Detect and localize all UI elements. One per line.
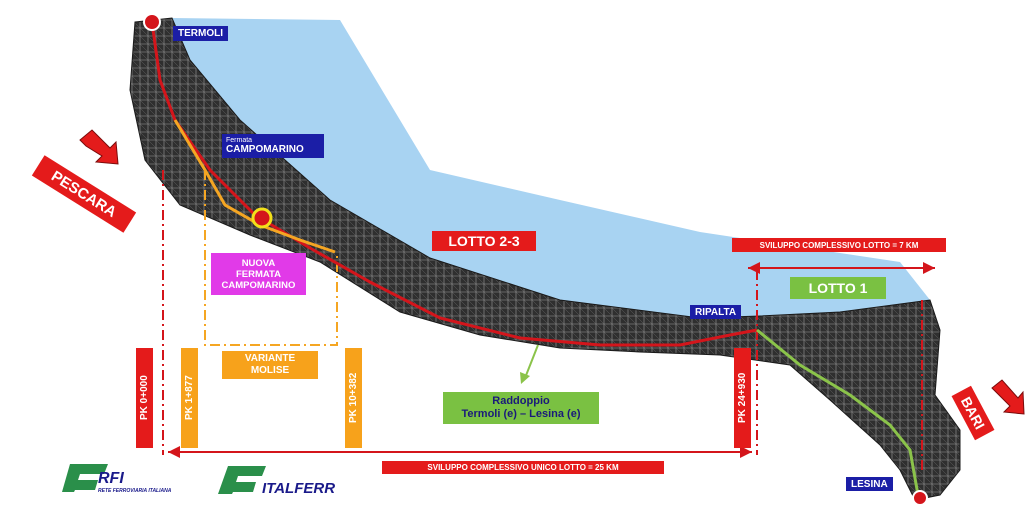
- nuova-fermata-callout: NUOVA FERMATA CAMPOMARINO: [211, 253, 306, 295]
- pescara-direction-arrow: [79, 129, 119, 165]
- lotto-2-3-label: LOTTO 2-3: [432, 231, 536, 251]
- lesina-label: LESINA: [846, 477, 893, 491]
- dimension-7km-arrow-right: [923, 262, 935, 274]
- campomarino-label: Fermata CAMPOMARINO: [222, 134, 324, 158]
- bari-direction-arrow: [991, 379, 1025, 415]
- termoli-label: TERMOLI: [173, 26, 228, 41]
- pk-0-label: PK 0+000: [136, 348, 153, 448]
- pk-1-text: PK 1+877: [184, 375, 195, 421]
- variante-molise-callout: VARIANTE MOLISE: [222, 351, 318, 379]
- pk-10-label: PK 10+382: [345, 348, 362, 448]
- railway-variant-molise: [173, 119, 336, 254]
- lesina-station-marker: [912, 490, 928, 506]
- raddoppio-line2: Termoli (e) – Lesina (e): [461, 408, 581, 420]
- lotto-1-text: LOTTO 1: [808, 280, 868, 296]
- nuova-fermata-line2: FERMATA: [235, 268, 282, 280]
- variante-line1: VARIANTE: [244, 353, 296, 364]
- pk-0-text: PK 0+000: [139, 375, 150, 421]
- italferr-logo-mark: [218, 466, 266, 494]
- lotto-2-3-text: LOTTO 2-3: [448, 233, 520, 249]
- termoli-text: TERMOLI: [178, 28, 223, 39]
- railway-doubling-lotto1: [756, 328, 920, 496]
- variante-molise-outline: [204, 170, 338, 346]
- variante-line2: MOLISE: [250, 365, 290, 376]
- raddoppio-pointer-head: [520, 372, 530, 384]
- nuova-fermata-line3: CAMPOMARINO: [221, 279, 296, 291]
- campomarino-text: CAMPOMARINO: [226, 144, 304, 155]
- fermata-text: Fermata: [226, 137, 253, 144]
- dimension-25km-arrow-right: [740, 446, 752, 458]
- sviluppo-unico-text: SVILUPPO COMPLESSIVO UNICO LOTTO = 25 KM: [427, 463, 619, 472]
- rfi-subtitle-text: RETE FERROVIARIA ITALIANA: [98, 488, 172, 494]
- sviluppo-lotto1-text: SVILUPPO COMPLESSIVO LOTTO = 7 KM: [759, 240, 919, 250]
- italferr-text: ITALFERR: [262, 480, 336, 497]
- pk-10-text: PK 10+382: [348, 372, 359, 424]
- dimension-7km-arrow-left: [748, 262, 760, 274]
- rfi-logo-text: RFI: [98, 470, 124, 488]
- pk-24-label: PK 24+930: [734, 348, 751, 448]
- lesina-text: LESINA: [851, 478, 888, 490]
- sviluppo-lotto1-label: SVILUPPO COMPLESSIVO LOTTO = 7 KM: [732, 238, 946, 252]
- campomarino-new-stop-marker: [251, 207, 273, 229]
- raddoppio-line1: Raddoppio: [492, 395, 550, 407]
- ripalta-label: RIPALTA: [690, 305, 742, 319]
- rfi-logo-subtitle: RETE FERROVIARIA ITALIANA: [98, 488, 171, 494]
- dimension-25km-arrow-left: [168, 446, 180, 458]
- italferr-logo-text: ITALFERR: [262, 480, 335, 497]
- rfi-logo-mark: [62, 464, 108, 492]
- lotto-1-label: LOTTO 1: [790, 277, 886, 299]
- pk-24-text: PK 24+930: [737, 372, 748, 424]
- raddoppio-pointer: [524, 344, 539, 379]
- pk-1-label: PK 1+877: [181, 348, 198, 448]
- nuova-fermata-line1: NUOVA: [241, 257, 276, 269]
- termoli-station-marker: [143, 13, 161, 31]
- raddoppio-callout: Raddoppio Termoli (e) – Lesina (e): [443, 392, 599, 424]
- ripalta-text: RIPALTA: [695, 306, 737, 318]
- sviluppo-unico-label: SVILUPPO COMPLESSIVO UNICO LOTTO = 25 KM: [382, 461, 664, 474]
- rfi-text: RFI: [98, 470, 124, 487]
